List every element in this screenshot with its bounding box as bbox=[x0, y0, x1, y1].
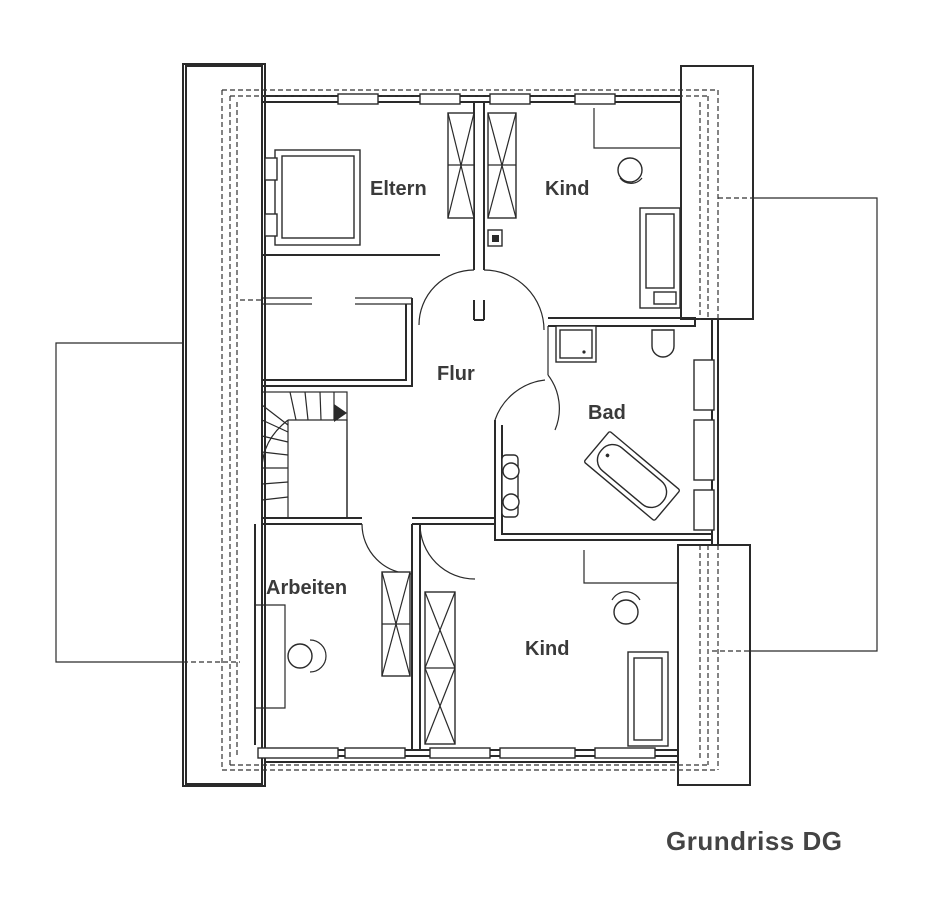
room-label-flur: Flur bbox=[437, 363, 475, 385]
furniture-bad bbox=[501, 325, 680, 521]
insulation-lines bbox=[221, 89, 719, 771]
windows bbox=[257, 93, 715, 759]
staircase bbox=[261, 391, 348, 519]
room-label-eltern: Eltern bbox=[370, 178, 427, 200]
plan-title: Grundriss DG bbox=[666, 826, 843, 856]
furniture-eltern bbox=[264, 112, 517, 247]
dormer-outlines bbox=[55, 197, 878, 663]
room-label-kind-bottom: Kind bbox=[525, 638, 569, 660]
interior-walls bbox=[254, 102, 712, 750]
furniture-kind-bottom bbox=[424, 550, 678, 747]
room-label-bad: Bad bbox=[588, 402, 626, 424]
doors bbox=[361, 269, 560, 580]
room-label-arbeiten: Arbeiten bbox=[266, 577, 347, 599]
furniture-kind-top bbox=[593, 108, 681, 309]
room-label-kind-top: Kind bbox=[545, 178, 589, 200]
furniture-arbeiten bbox=[255, 571, 411, 709]
